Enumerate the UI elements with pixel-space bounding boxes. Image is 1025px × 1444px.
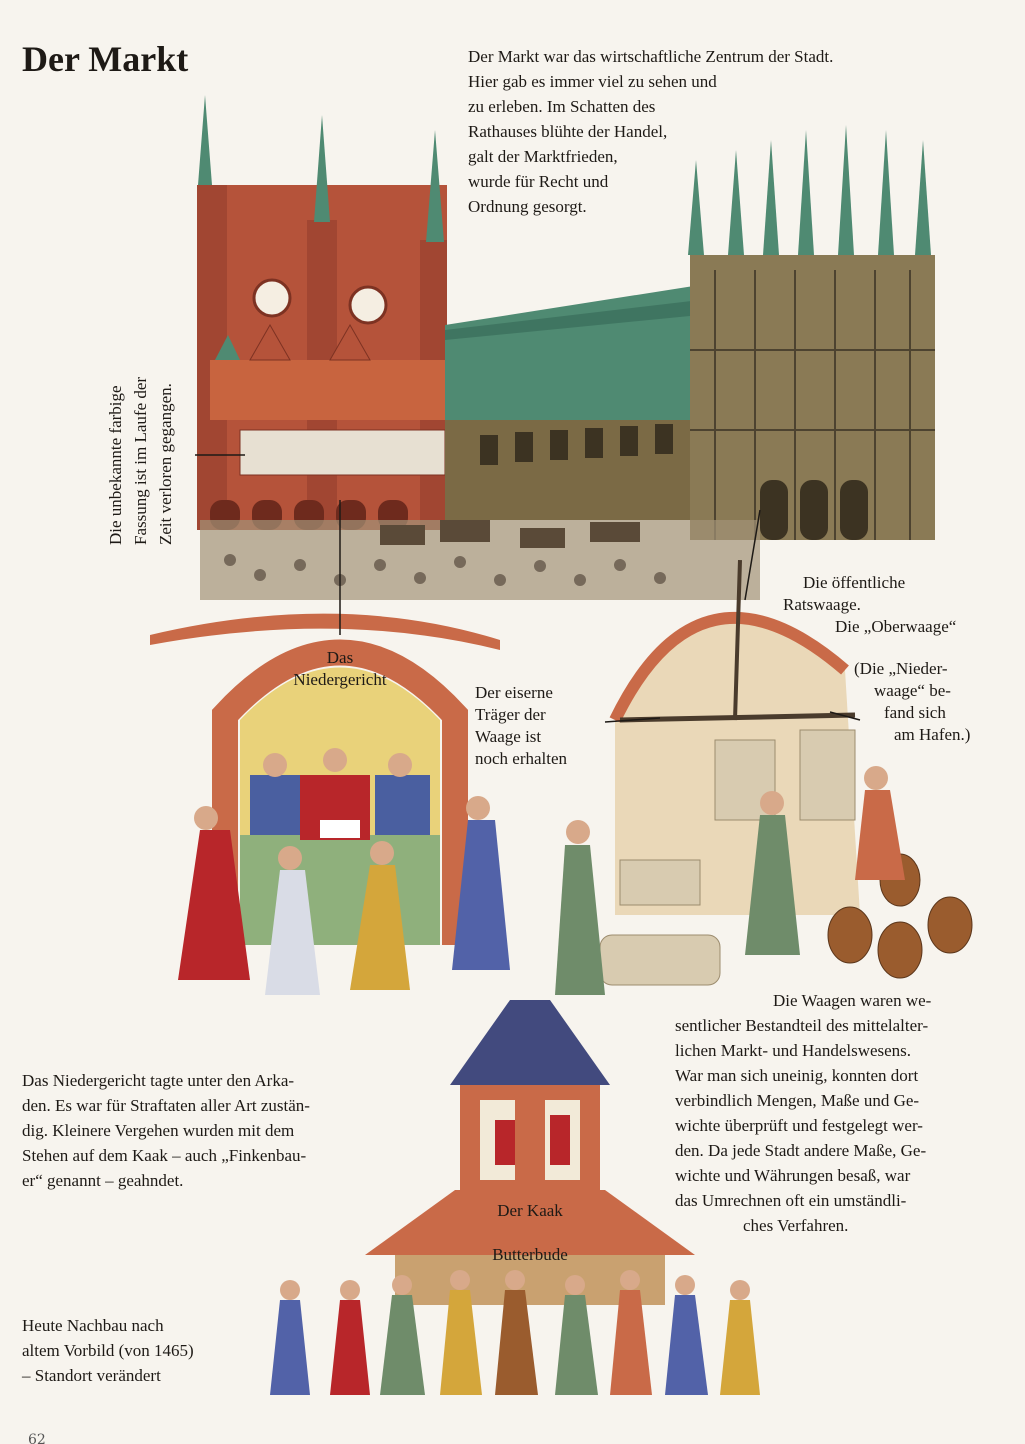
text-line: wichte und Währungen besaß, war: [675, 1166, 911, 1185]
court-text: Das Niedergericht tagte unter den Arka- …: [22, 1068, 310, 1193]
text-line: altem Vorbild (von 1465): [22, 1341, 194, 1360]
label-line: waage“ be-: [874, 681, 951, 700]
intro-line: Der Markt war das wirtschaftliche Zentru…: [468, 47, 834, 66]
town-hall-stone-facade: [688, 125, 935, 540]
intro-line: Rathauses blühte der Handel,: [468, 122, 668, 141]
text-line: den. Da jede Stadt andere Maße, Ge-: [675, 1141, 927, 1160]
label-line: noch erhalten: [475, 749, 568, 768]
intro-line: Ordnung gesorgt.: [468, 197, 587, 216]
text-line: dig. Kleinere Vergehen wurden mit dem: [22, 1121, 295, 1140]
text-line: verbindlich Mengen, Maße und Ge-: [675, 1091, 920, 1110]
text-line: das Umrechnen oft ein umständli-: [675, 1191, 907, 1210]
vertical-caption-line: Fassung ist im Laufe der: [131, 376, 150, 545]
replica-text: Heute Nachbau nach altem Vorbild (von 14…: [22, 1313, 194, 1388]
label-line: Ratswaage.: [783, 595, 861, 614]
label-kaak: Der Kaak: [497, 1201, 563, 1220]
intro-line: zu erleben. Im Schatten des: [468, 97, 656, 116]
page-number: 62: [28, 1432, 46, 1444]
text-line: wichte überprüft und festgelegt wer-: [675, 1116, 923, 1135]
text-line: War man sich uneinig, konnten dort: [675, 1066, 919, 1085]
label-butterbude: Butterbude: [492, 1245, 568, 1264]
scales-text: Die Waagen waren we- sentlicher Bestandt…: [660, 988, 931, 1238]
text-line: Das Niedergericht tagte unter den Arka-: [22, 1071, 295, 1090]
court-arcade-scene: [150, 613, 510, 995]
text-line: lichen Markt- und Handelswesens.: [675, 1041, 912, 1060]
label-line: (Die „Nieder-: [854, 659, 948, 678]
label-niedergericht: Das Niedergericht: [270, 647, 410, 691]
label-iron-beam: Der eiserne Träger der Waage ist noch er…: [475, 682, 567, 770]
label-line: Die „Oberwaage“: [835, 617, 957, 636]
intro-text: Der Markt war das wirtschaftliche Zentru…: [468, 44, 833, 219]
label-line: Das: [326, 648, 354, 667]
text-line: ches Verfahren.: [743, 1216, 849, 1235]
label-line: Waage ist: [475, 727, 542, 746]
vertical-caption-line: Die unbekannte farbige: [106, 385, 125, 545]
text-line: sentlicher Bestandteil des mittelalter-: [675, 1016, 929, 1035]
label-ratswaage: Die öffentliche Ratswaage. Die „Oberwaag…: [783, 572, 956, 638]
town-hall-roof: [445, 285, 700, 520]
vertical-caption-line: Zeit verloren gegangen.: [156, 383, 175, 545]
text-line: er“ genannt – geahndet.: [22, 1171, 184, 1190]
town-hall-brick-facade: [197, 95, 447, 530]
page-title: Der Markt: [22, 39, 189, 79]
label-line: Die öffentliche: [803, 573, 906, 592]
crowd-front: [270, 1270, 760, 1395]
label-line: Niedergericht: [293, 670, 387, 689]
intro-line: wurde für Recht und: [468, 172, 609, 191]
text-line: Stehen auf dem Kaak – auch „Finkenbau-: [22, 1146, 307, 1165]
text-line: – Standort verändert: [22, 1366, 161, 1385]
text-line: Heute Nachbau nach: [22, 1316, 164, 1335]
label-line: am Hafen.): [894, 725, 971, 744]
vertical-caption: Die unbekannte farbige Fassung ist im La…: [103, 377, 178, 545]
label-niederwaage: (Die „Nieder- waage“ be- fand sich am Ha…: [850, 658, 970, 746]
label-line: Träger der: [475, 705, 546, 724]
label-line: fand sich: [884, 703, 946, 722]
market-crowd: [200, 520, 760, 600]
scale-house-scene: [555, 559, 973, 995]
text-line: den. Es war für Straftaten aller Art zus…: [22, 1096, 310, 1115]
intro-line: Hier gab es immer viel zu sehen und: [468, 72, 717, 91]
pointer-lines: [195, 454, 861, 723]
label-line: Der eiserne: [475, 683, 553, 702]
intro-line: galt der Marktfrieden,: [468, 147, 618, 166]
text-line: Die Waagen waren we-: [773, 991, 932, 1010]
kaak-pillory-building: [365, 1000, 695, 1305]
